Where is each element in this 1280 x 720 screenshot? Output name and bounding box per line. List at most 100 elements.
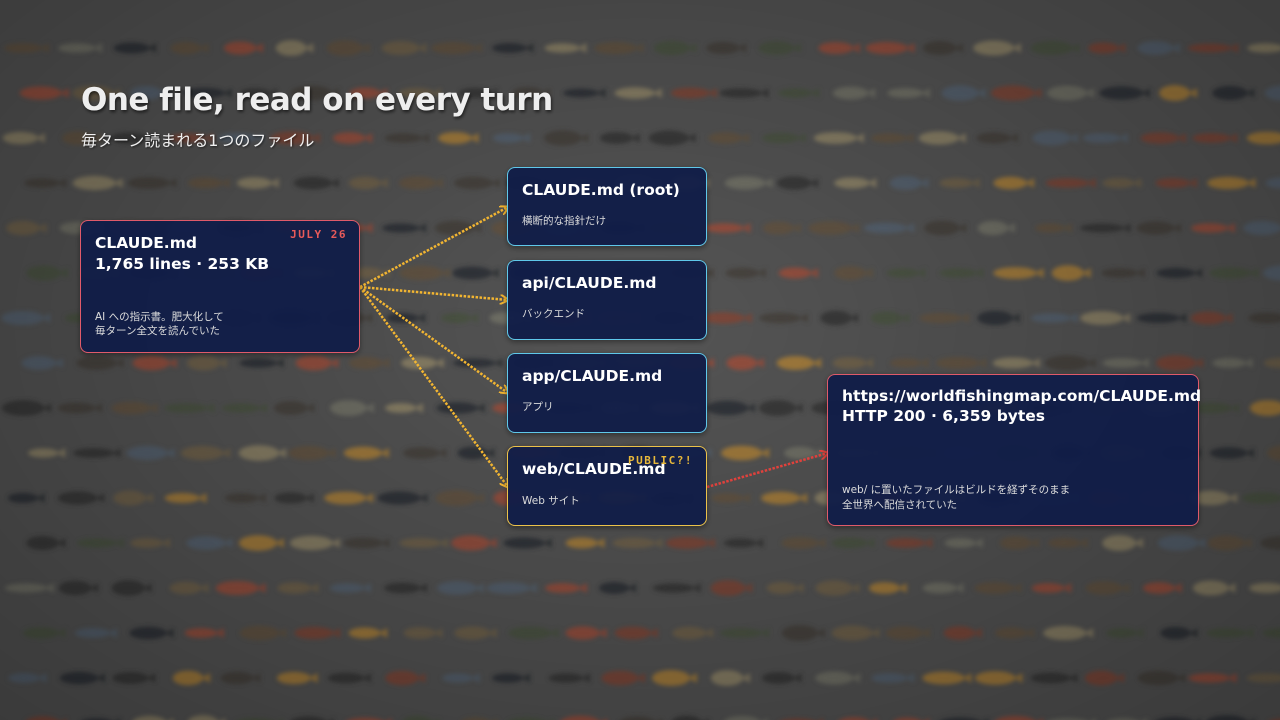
background-fish — [324, 491, 374, 505]
background-fish — [221, 403, 268, 413]
background-fish — [294, 626, 341, 640]
background-fish — [813, 132, 864, 144]
background-fish — [1085, 581, 1130, 595]
background-fish — [326, 40, 370, 56]
background-fish — [977, 310, 1020, 326]
target-name: web/CLAUDE.md — [522, 460, 666, 478]
background-fish — [1082, 133, 1128, 143]
background-fish — [441, 312, 479, 324]
background-fish — [1137, 670, 1186, 686]
background-fish — [1160, 626, 1198, 640]
background-fish — [887, 88, 931, 98]
background-fish — [889, 358, 929, 368]
background-fish — [834, 177, 877, 189]
background-fish — [23, 627, 66, 639]
background-fish — [1209, 267, 1259, 279]
background-fish — [58, 43, 103, 53]
background-fish — [543, 130, 589, 146]
background-fish — [719, 88, 769, 98]
background-fish — [758, 41, 802, 55]
arrow-to-app — [359, 285, 508, 393]
background-fish — [870, 311, 910, 325]
background-fish — [815, 671, 861, 685]
background-fish — [941, 85, 986, 101]
background-fish — [614, 626, 658, 640]
background-fish — [710, 580, 753, 596]
background-fish — [648, 130, 696, 146]
background-fish — [187, 355, 227, 371]
background-fish — [270, 131, 321, 145]
background-fish — [599, 132, 640, 144]
source-desc-line1: AI への指示書。肥大化して — [95, 311, 224, 323]
background-fish — [76, 356, 124, 370]
background-fish — [399, 538, 448, 548]
background-fish — [939, 178, 980, 188]
background-fish — [217, 132, 264, 144]
background-fish — [1106, 628, 1144, 638]
background-fish — [922, 582, 964, 594]
background-fish — [1030, 40, 1080, 56]
background-fish — [126, 445, 175, 461]
background-fish — [725, 267, 766, 279]
background-fish — [820, 310, 859, 326]
background-fish — [1267, 445, 1280, 461]
target-desc: 横断的な指針だけ — [522, 215, 606, 227]
background-fish — [1249, 400, 1280, 416]
target-box-web: web/CLAUDE.md Web サイト PUBLIC?! — [507, 446, 707, 526]
target-desc: バックエンド — [522, 308, 585, 320]
background-fish — [565, 626, 607, 640]
background-fish — [1142, 582, 1182, 594]
target-desc: アプリ — [522, 401, 554, 413]
background-fish — [295, 355, 339, 371]
background-fish — [276, 671, 318, 685]
exposed-url: https://worldfishingmap.com/CLAUDE.md — [842, 387, 1202, 405]
background-fish — [778, 88, 820, 98]
background-fish — [431, 41, 482, 55]
background-fish — [76, 538, 124, 548]
background-fish — [239, 625, 287, 641]
background-fish — [1248, 312, 1280, 324]
background-fish — [758, 400, 803, 416]
background-fish — [652, 583, 701, 593]
background-fish — [594, 41, 644, 55]
background-fish — [863, 222, 915, 234]
background-fish — [437, 581, 484, 595]
background-fish — [1031, 313, 1078, 323]
background-fish — [1207, 535, 1252, 551]
background-fish — [275, 40, 314, 56]
background-fish — [993, 267, 1044, 279]
background-fish — [398, 87, 441, 99]
source-file-name: CLAUDE.md — [95, 234, 197, 252]
background-fish — [290, 85, 340, 101]
background-fish — [132, 355, 177, 371]
background-fish — [72, 175, 123, 191]
background-fish — [512, 87, 551, 99]
background-fish — [1156, 355, 1204, 371]
background-fish — [381, 41, 427, 55]
page-title: One file, read on every turn — [81, 82, 553, 118]
background-fish — [442, 673, 481, 683]
background-fish — [4, 43, 49, 53]
background-fish — [384, 133, 430, 143]
background-fish — [995, 627, 1035, 639]
background-fish — [1192, 133, 1238, 143]
background-fish — [58, 580, 99, 596]
target-name: CLAUDE.md (root) — [522, 181, 680, 199]
background-fish — [348, 176, 388, 190]
background-fish — [7, 492, 45, 504]
background-fish — [164, 493, 207, 503]
background-fish — [704, 223, 751, 233]
background-fish — [670, 87, 717, 99]
background-fish — [401, 356, 444, 370]
background-fish — [831, 625, 880, 641]
background-fish — [974, 671, 1023, 685]
background-fish — [1212, 358, 1253, 368]
background-fish — [944, 538, 983, 548]
background-fish — [1246, 673, 1280, 683]
background-fish — [701, 312, 752, 324]
background-fish — [818, 42, 861, 54]
background-fish — [1156, 267, 1203, 279]
background-fish — [1246, 131, 1280, 145]
background-fish — [458, 87, 498, 99]
background-fish — [1101, 268, 1145, 278]
